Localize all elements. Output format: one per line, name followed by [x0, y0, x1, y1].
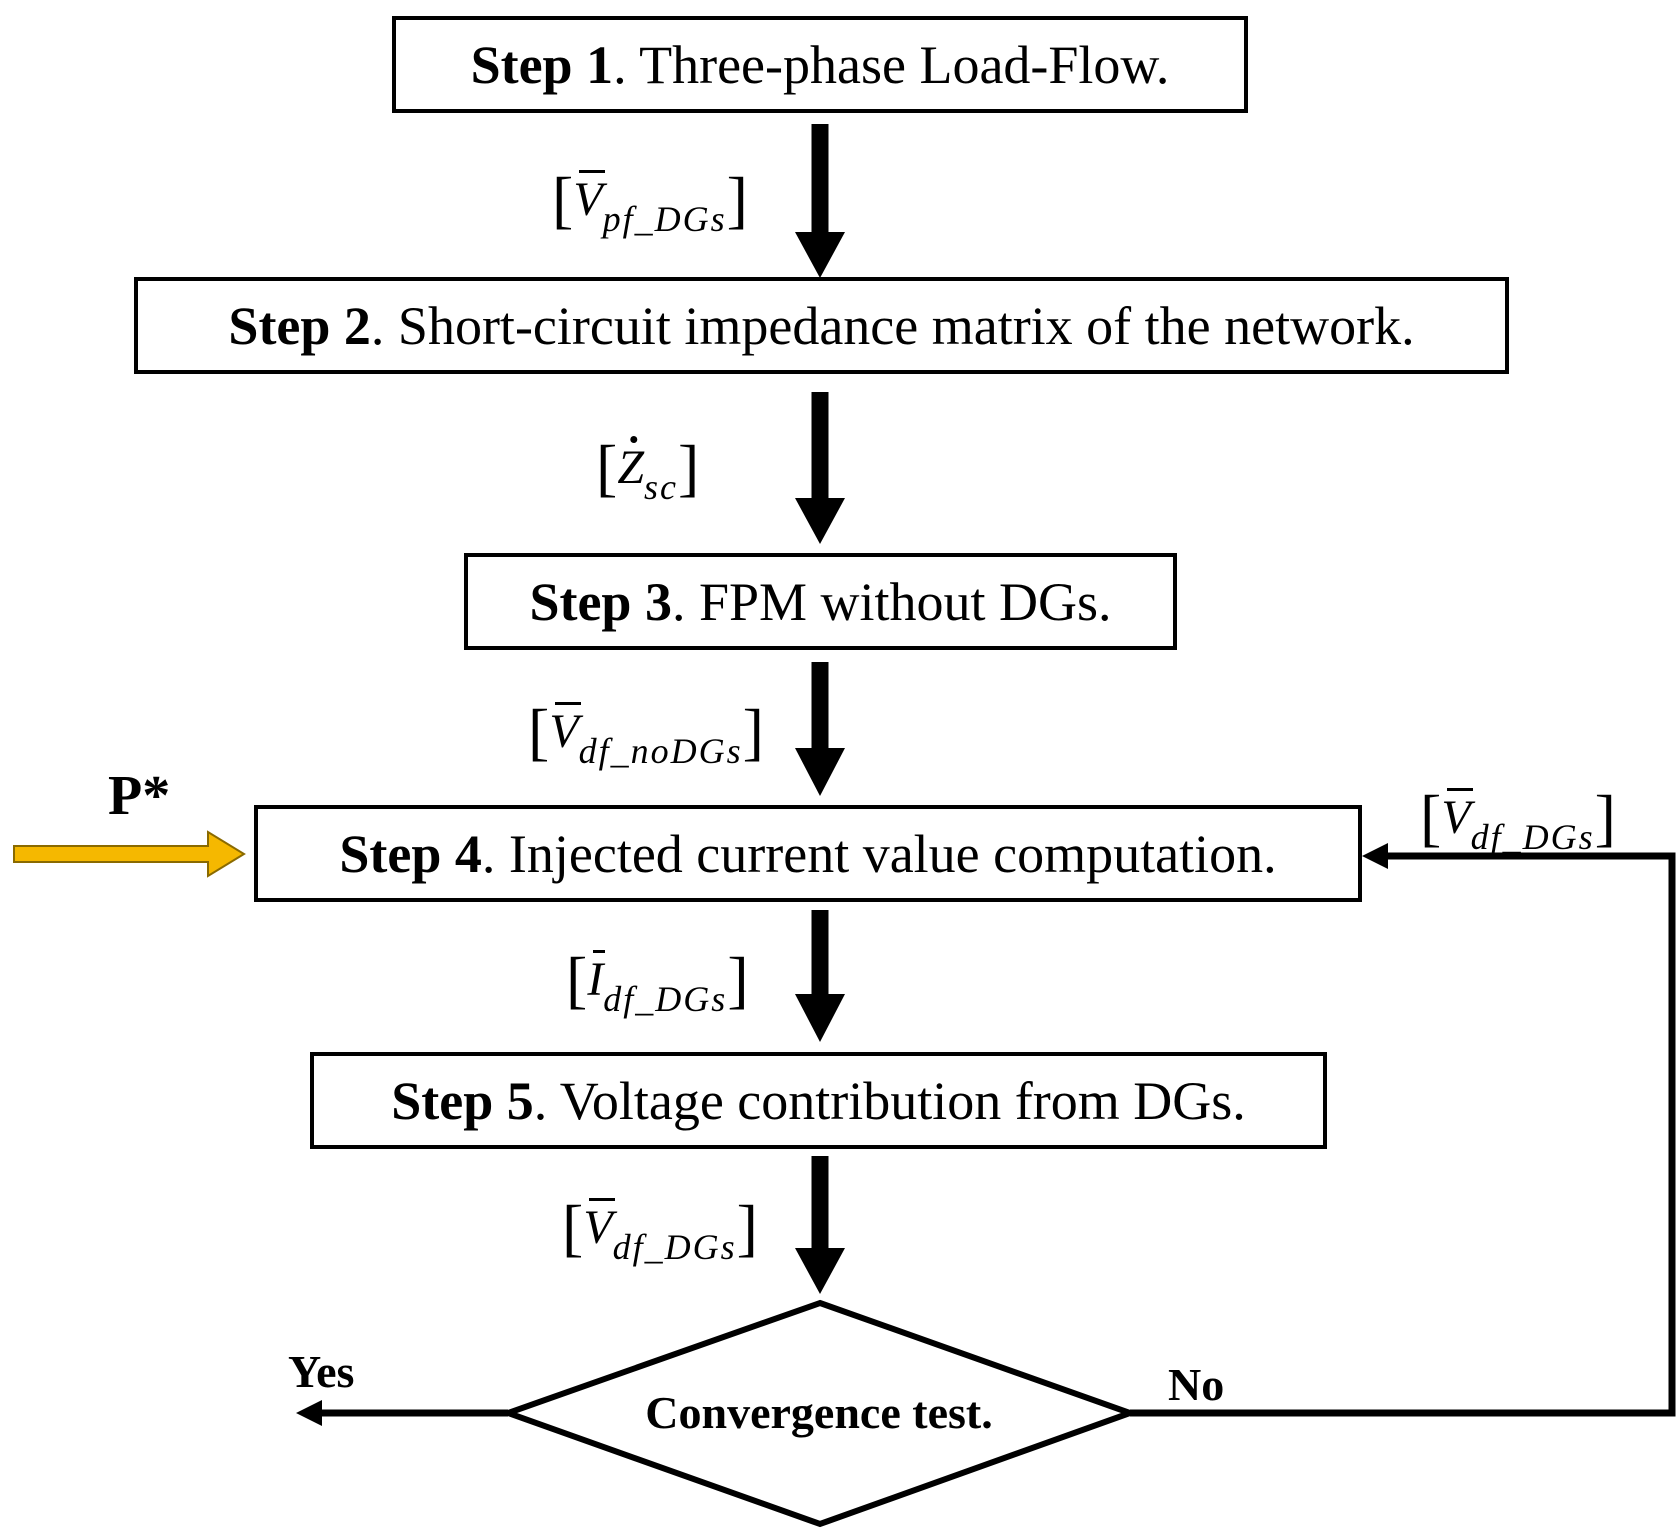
edge-label-sub: df_noDGs [578, 731, 743, 771]
edge-label-var: V [1441, 788, 1473, 844]
no-feedback-line [1130, 852, 1676, 1417]
no-feedback-arrowhead [1362, 843, 1388, 869]
step-3-label: Step 3 [529, 571, 672, 632]
arrowhead-step5-to-decision [795, 1248, 845, 1294]
arrowhead-step4-to-step5 [795, 994, 845, 1042]
step-5-box: Step 5. Voltage contribution from DGs. [310, 1052, 1327, 1149]
step-1-text: . Three-phase Load-Flow. [613, 34, 1170, 95]
input-label: P* [108, 765, 171, 827]
step-1-box: Step 1. Three-phase Load-Flow. [392, 16, 1248, 113]
arrowhead-step2-to-step3 [795, 498, 845, 544]
edge-label-sub: pf_DGs [602, 199, 727, 239]
step-4-label: Step 4 [339, 823, 482, 884]
no-label: No [1168, 1359, 1225, 1410]
edge-label-idf-dgs: [Idf_DGs] [566, 944, 749, 1019]
step-2-label: Step 2 [228, 295, 371, 356]
decision-text: Convergence test. [645, 1387, 993, 1438]
edge-label-sub: df_DGs [1470, 817, 1595, 857]
step-1-label: Step 1 [470, 34, 614, 95]
step-5-text: . Voltage contribution from DGs. [533, 1070, 1246, 1131]
edge-label-var: V [549, 702, 581, 758]
edge-label-var: V [583, 1198, 615, 1254]
edge-label-var: Z [617, 441, 645, 494]
decision-diamond [499, 1299, 1139, 1528]
step-3-box: Step 3. FPM without DGs. [464, 553, 1177, 650]
step-4-box: Step 4. Injected current value computati… [254, 805, 1362, 902]
edge-label-var: I [587, 950, 606, 1006]
edge-label-sub: df_DGs [612, 1227, 737, 1267]
edge-label-vpf-dgs: [Vpf_DGs] [552, 164, 748, 239]
step-2-text: . Short-circuit impedance matrix of the … [370, 295, 1415, 356]
step-5-label: Step 5 [391, 1070, 534, 1131]
step-3-text: . FPM without DGs. [671, 571, 1112, 632]
yes-exit-arrowhead [296, 1400, 322, 1426]
input-arrow [13, 830, 246, 878]
arrowhead-step1-to-step2 [795, 232, 845, 278]
step-2-box: Step 2. Short-circuit impedance matrix o… [134, 277, 1509, 374]
edge-label-var: V [573, 170, 605, 226]
edge-label-feedback-vdf-dgs: [Vdf_DGs] [1420, 782, 1616, 857]
edge-label-sub: df_DGs [603, 979, 728, 1019]
edge-label-sub: sc [644, 467, 679, 507]
edge-label-zsc: [Zsc] [596, 432, 700, 507]
arrowhead-step3-to-step4 [795, 748, 845, 796]
edge-label-vdf-dgs: [Vdf_DGs] [562, 1192, 758, 1267]
step-4-text: . Injected current value computation. [481, 823, 1277, 884]
edge-label-vdf-nodgs: [Vdf_noDGs] [528, 696, 764, 771]
yes-label: Yes [288, 1346, 355, 1397]
